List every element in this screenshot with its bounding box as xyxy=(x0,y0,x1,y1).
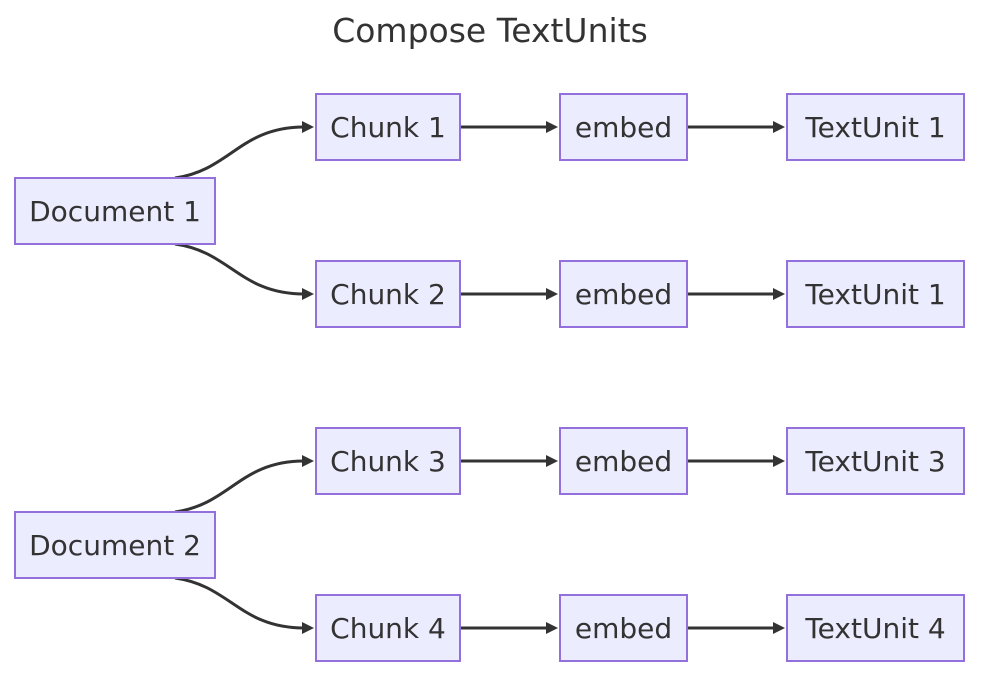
node-label: TextUnit 3 xyxy=(804,445,945,478)
node-doc1: Document 1 xyxy=(14,177,216,245)
edge-doc1-chunk1 xyxy=(174,121,314,180)
arrowhead xyxy=(773,121,785,133)
node-chunk3: Chunk 3 xyxy=(315,427,461,495)
node-label: Chunk 3 xyxy=(330,445,446,478)
edge-line xyxy=(174,242,305,296)
edge-chunk4-embed4 xyxy=(460,622,558,634)
edge-doc2-chunk3 xyxy=(174,455,314,514)
arrowhead xyxy=(773,455,785,467)
node-embed4: embed xyxy=(559,594,688,662)
arrowhead xyxy=(302,288,314,300)
node-box xyxy=(786,93,965,161)
arrowhead xyxy=(302,455,314,467)
node-tu1: TextUnit 1 xyxy=(786,93,965,161)
node-box xyxy=(559,594,688,662)
edge-line xyxy=(174,576,305,630)
node-embed1: embed xyxy=(559,93,688,161)
node-box xyxy=(786,427,965,495)
node-label: Chunk 1 xyxy=(330,111,446,144)
edge-chunk1-embed1 xyxy=(460,121,558,133)
arrowhead xyxy=(546,455,558,467)
node-doc2: Document 2 xyxy=(14,511,216,579)
node-box xyxy=(559,427,688,495)
edge-doc2-chunk4 xyxy=(174,576,314,634)
edge-embed3-tu3 xyxy=(687,455,785,467)
edge-embed2-tu2 xyxy=(687,288,785,300)
node-box xyxy=(559,260,688,328)
node-label: TextUnit 1 xyxy=(804,278,945,311)
node-chunk4: Chunk 4 xyxy=(315,594,461,662)
arrowhead xyxy=(773,622,785,634)
node-embed2: embed xyxy=(559,260,688,328)
arrowhead xyxy=(546,288,558,300)
node-tu2: TextUnit 1 xyxy=(786,260,965,328)
node-box xyxy=(786,260,965,328)
node-label: Document 2 xyxy=(29,529,201,562)
arrowhead xyxy=(302,121,314,133)
node-chunk1: Chunk 1 xyxy=(315,93,461,161)
node-label: TextUnit 4 xyxy=(804,612,945,645)
node-label: Document 1 xyxy=(29,195,201,228)
node-chunk2: Chunk 2 xyxy=(315,260,461,328)
node-label: Chunk 4 xyxy=(330,612,446,645)
node-box xyxy=(315,427,461,495)
node-box xyxy=(315,260,461,328)
edge-chunk3-embed3 xyxy=(460,455,558,467)
node-label: embed xyxy=(575,111,672,144)
node-label: TextUnit 1 xyxy=(804,111,945,144)
node-tu3: TextUnit 3 xyxy=(786,427,965,495)
node-label: embed xyxy=(575,445,672,478)
edge-embed4-tu4 xyxy=(687,622,785,634)
node-label: embed xyxy=(575,612,672,645)
node-box xyxy=(14,177,216,245)
node-label: Chunk 2 xyxy=(330,278,446,311)
diagram-title: Compose TextUnits xyxy=(332,11,648,50)
edge-embed1-tu1 xyxy=(687,121,785,133)
node-tu4: TextUnit 4 xyxy=(786,594,965,662)
edges-layer xyxy=(174,121,785,634)
node-box xyxy=(315,93,461,161)
node-label: embed xyxy=(575,278,672,311)
node-box xyxy=(559,93,688,161)
node-embed3: embed xyxy=(559,427,688,495)
edge-chunk2-embed2 xyxy=(460,288,558,300)
node-box xyxy=(315,594,461,662)
node-box xyxy=(786,594,965,662)
arrowhead xyxy=(546,121,558,133)
arrowhead xyxy=(773,288,785,300)
node-box xyxy=(14,511,216,579)
edge-doc1-chunk2 xyxy=(174,242,314,300)
edge-line xyxy=(174,125,305,180)
edge-line xyxy=(174,459,305,514)
arrowhead xyxy=(546,622,558,634)
arrowhead xyxy=(302,622,314,634)
